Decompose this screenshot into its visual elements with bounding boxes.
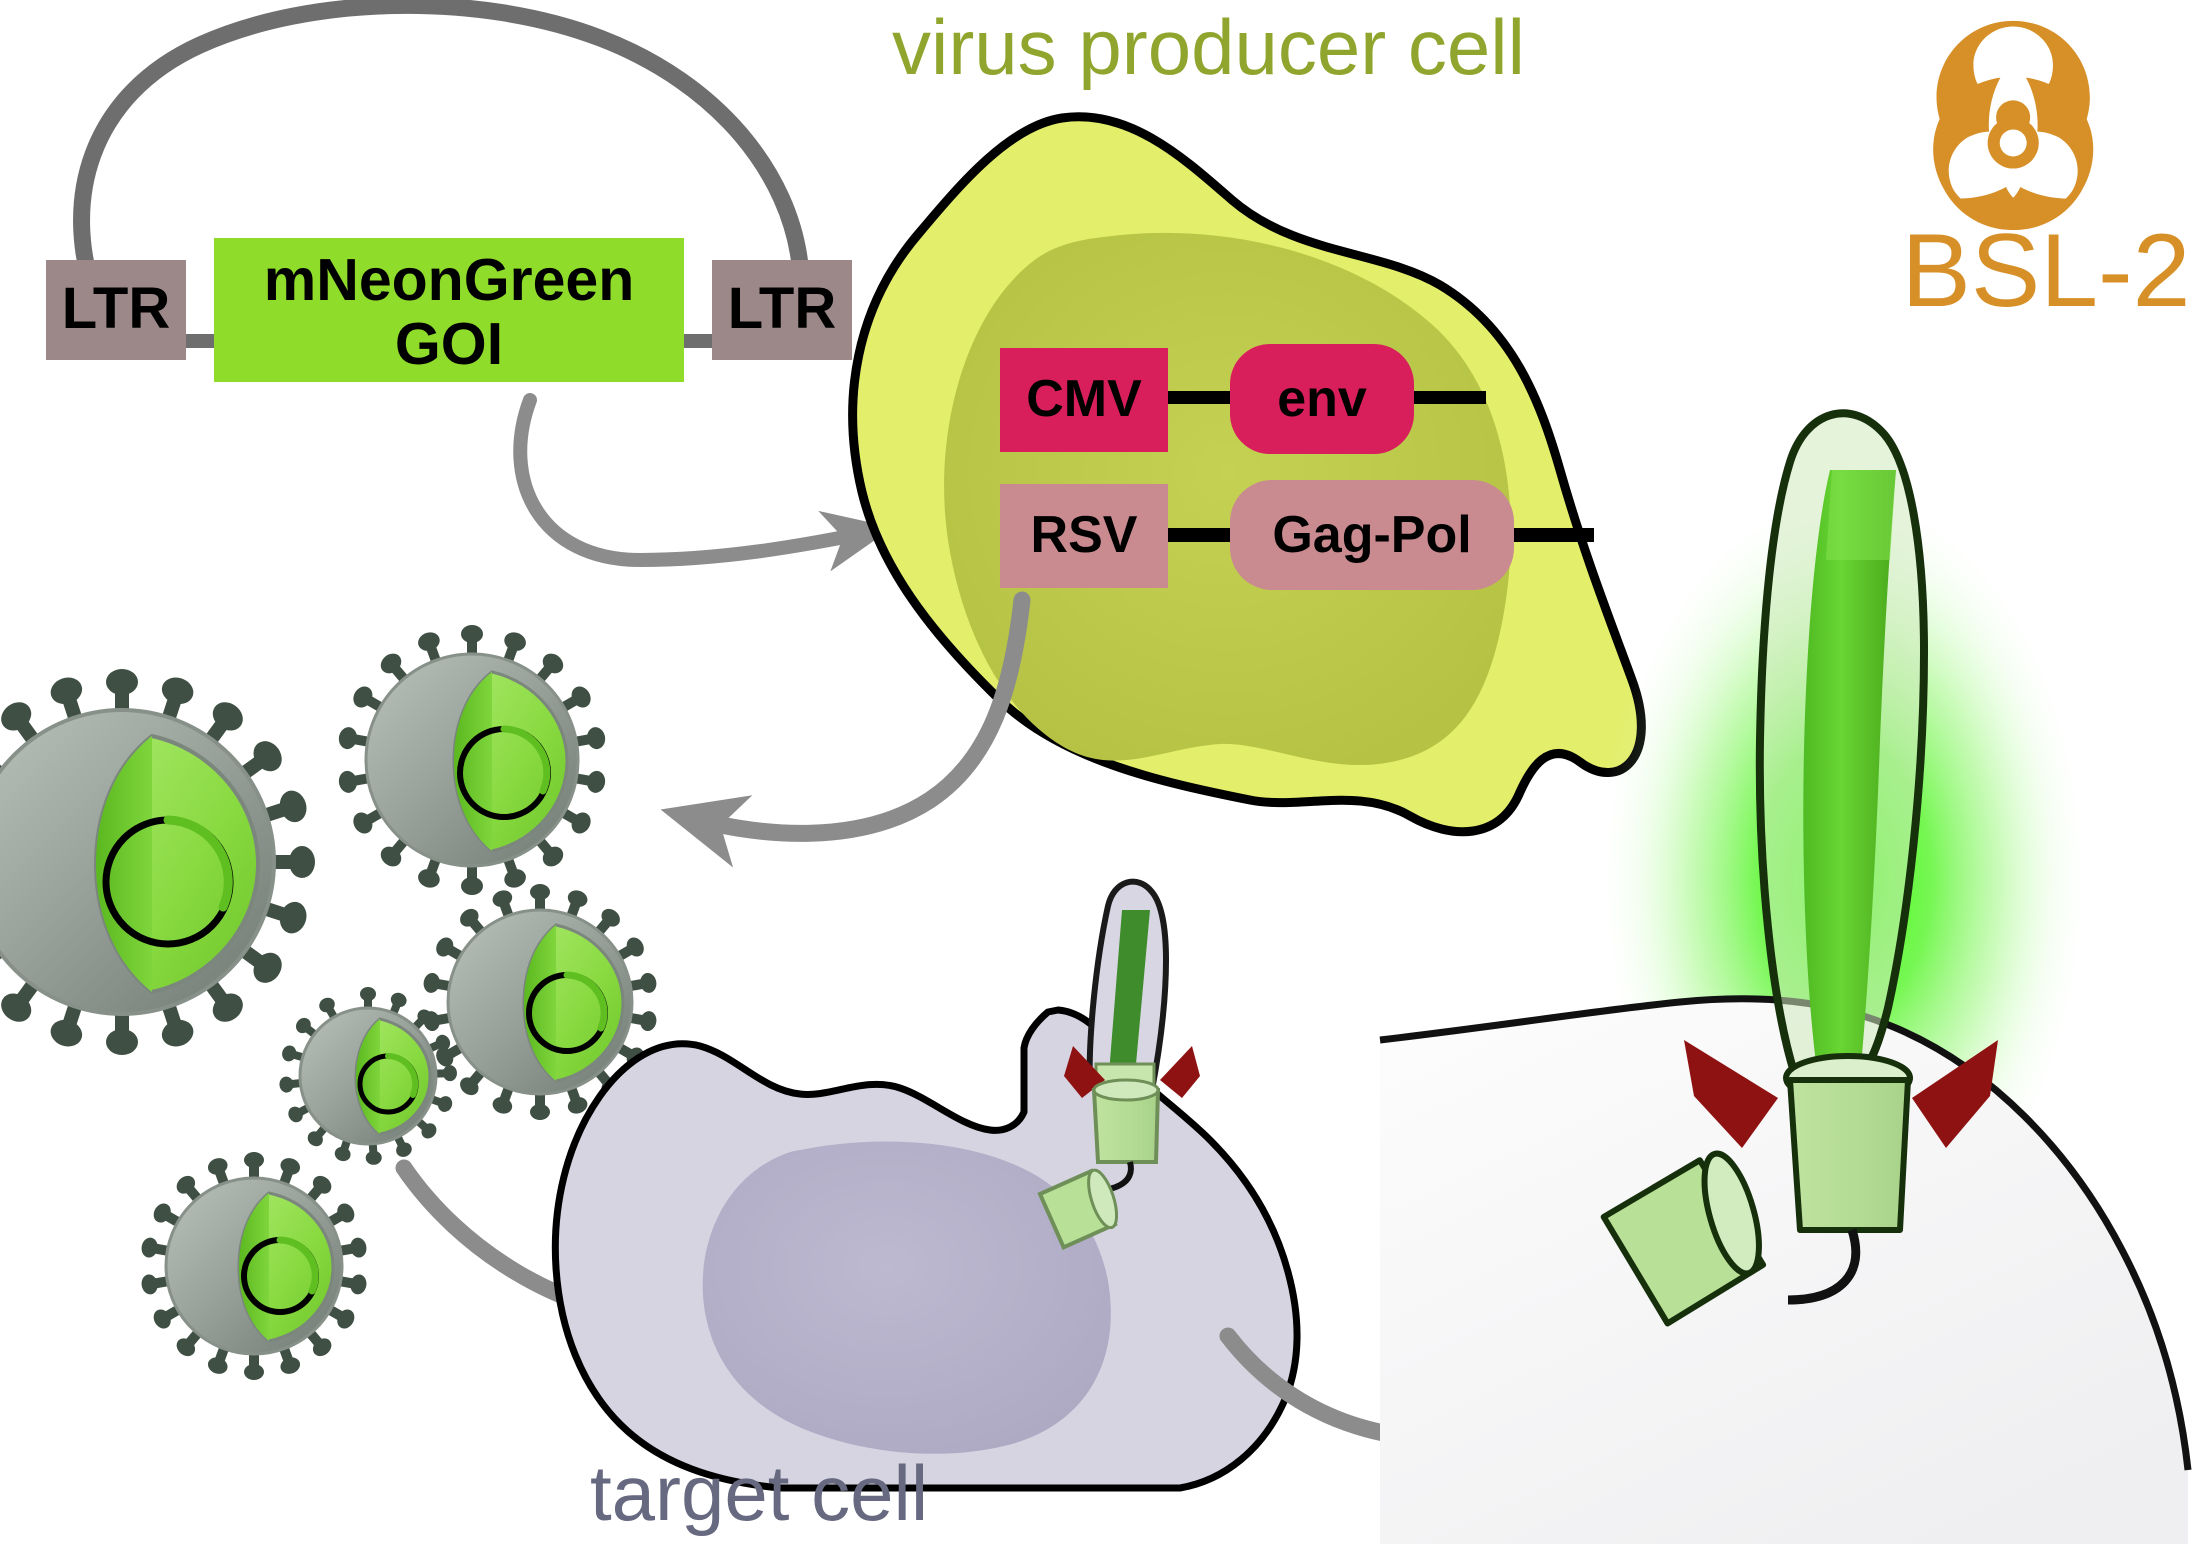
transgene-cassette-box[interactable]: mNeonGreen GOI <box>214 238 684 382</box>
rsv-gagpol-linker <box>1168 528 1230 542</box>
transfer-plasmid: LTR mNeonGreen GOI LTR <box>46 0 852 382</box>
cilium-axoneme <box>1108 910 1150 1086</box>
magnified-cell-membrane-line <box>1379 995 2192 1471</box>
plasmid-linker-left <box>178 334 214 348</box>
producer-cell-title: virus producer cell <box>892 3 1525 91</box>
gagpol-gene-box[interactable] <box>1230 480 1514 590</box>
virion-capsid <box>452 670 569 853</box>
magnified-cell-surface <box>1380 998 2188 1544</box>
cilium-right-red-arrow <box>1160 1046 1200 1098</box>
target-cell-nucleus <box>702 1141 1111 1454</box>
virion-capsid <box>354 1017 432 1136</box>
construct-cmv-env[interactable]: CMV env <box>1000 344 1486 454</box>
virion-capsid <box>93 733 261 995</box>
ltr-right-label: LTR <box>728 276 836 341</box>
basal-body-cap <box>1092 1078 1160 1102</box>
cilium-left-red-arrow <box>1064 1046 1105 1098</box>
cmv-promoter-box[interactable] <box>1000 348 1168 452</box>
target-cell-title: target cell <box>590 1449 928 1537</box>
virion-small <box>279 987 457 1165</box>
virion-medium-2 <box>423 884 657 1120</box>
ltr-right-box[interactable]: LTR <box>712 260 852 360</box>
cassette-label-line2: GOI <box>395 311 503 377</box>
env-gene-label: env <box>1277 370 1367 428</box>
bsl-level-label: BSL-2 <box>1901 213 2190 329</box>
daughter-centriole <box>1037 1168 1119 1250</box>
virion-genome-ring <box>526 971 608 1054</box>
plasmid-backbone <box>73 0 809 309</box>
virion-capsid <box>237 1191 335 1343</box>
virion-genome-ring <box>102 815 234 948</box>
virus-producer-cell: CMV env RSV Gag-Pol <box>848 112 1646 837</box>
magnified-centriole-linker <box>1787 1228 1861 1305</box>
magnified-daughter-centriole <box>1600 1150 1767 1327</box>
ltr-left-box[interactable]: LTR <box>46 260 186 360</box>
gagpol-tail-linker <box>1514 528 1594 542</box>
magnified-left-red-arrow <box>1684 1040 1778 1148</box>
target-cell <box>551 878 1301 1492</box>
env-gene-box[interactable] <box>1230 344 1414 454</box>
arrow-plasmid-to-producer <box>513 393 893 572</box>
rsv-promoter-label: RSV <box>1031 506 1138 564</box>
axoneme-highlight <box>1826 470 1896 560</box>
virion-large <box>0 669 315 1055</box>
magnified-cilium-panel <box>1379 409 2192 1544</box>
magnified-right-red-arrow <box>1912 1040 1998 1148</box>
construct-rsv-gagpol[interactable]: RSV Gag-Pol <box>1000 480 1594 590</box>
cmv-promoter-label: CMV <box>1026 370 1142 428</box>
cmv-env-linker <box>1168 391 1230 404</box>
biohazard-icon <box>1933 20 2094 230</box>
virion-medium-3 <box>141 1152 367 1380</box>
env-tail-linker <box>1414 391 1486 404</box>
gagpol-gene-label: Gag-Pol <box>1272 506 1471 564</box>
arrow-producer-to-virions <box>660 591 1031 868</box>
magnified-cilium-axoneme <box>1803 470 1896 1078</box>
virion-genome-ring <box>357 1053 419 1115</box>
virion-medium-1 <box>338 625 606 895</box>
cassette-label-line1: mNeonGreen <box>264 247 634 313</box>
virion-capsid <box>522 923 625 1083</box>
virion-genome-ring <box>241 1236 319 1315</box>
target-cell-cilium <box>1037 878 1200 1250</box>
virion-genome-ring <box>457 725 551 820</box>
rsv-promoter-box[interactable] <box>1000 484 1168 588</box>
virion-group <box>0 625 657 1380</box>
plasmid-linker-right <box>684 334 720 348</box>
ltr-left-label: LTR <box>62 276 170 341</box>
magnified-basal-body <box>1787 1077 1911 1233</box>
